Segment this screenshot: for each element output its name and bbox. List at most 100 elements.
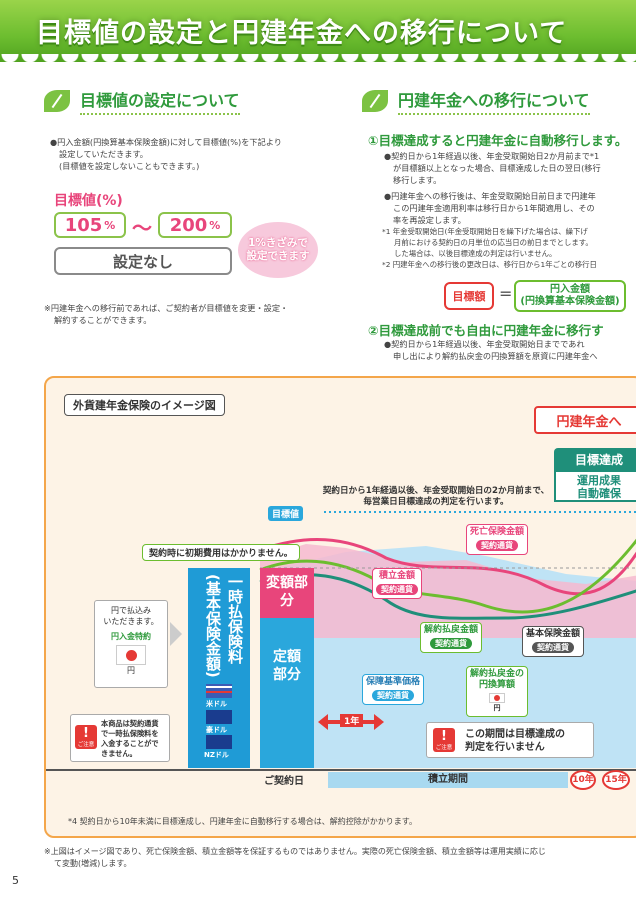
death-benefit-tag: 死亡保険金額契約通貨: [466, 524, 529, 555]
text-line: *1 年金受取開始日(年金受取開始日を繰下げた場合は、繰下げ: [382, 227, 588, 236]
text-line: 申し出により解約払戻金の円換算額を原資に円建年金へ: [393, 351, 598, 361]
yen-deposit-box: 円入金額 (円換算基本保険金額): [514, 280, 626, 312]
base-amount-tag: 基本保険金額契約通貨: [522, 626, 585, 657]
text-line: 契約日から1年経過以後、年金受取開始日の2か月前まで、: [322, 486, 550, 496]
page-number: 5: [12, 874, 19, 887]
premium-column: 一時払保険料(基本保険金額) 米ドル 豪ドル NZドル: [188, 568, 250, 768]
text-line: 本商品は契約通貨: [101, 719, 159, 728]
auto-transfer-heading: ①目標達成すると円建年金に自動移行します。: [368, 133, 628, 148]
text-line: 運用成果: [577, 474, 621, 487]
right-section-header: 円建年金への移行について: [362, 87, 590, 115]
target-achieved-label: 目標達成: [554, 448, 636, 470]
one-year-label: 1年: [340, 714, 364, 727]
pct-unit: %: [209, 218, 221, 232]
text-line: 1%きざみで: [248, 237, 308, 249]
yen-payment-box: 円で払込み いただきます。 円入金特約 円: [94, 600, 168, 688]
no-judgment-text: この期間は目標達成の 判定を行いません: [465, 728, 565, 754]
text-line: *2 円建年金への移行後の更改日は、移行日から1年ごとの移行日: [382, 260, 597, 269]
fixed-part-label: 定額部分: [260, 618, 314, 768]
pct-unit: %: [104, 218, 116, 232]
leaf-icon: [44, 90, 70, 112]
text-line: 移行します。: [393, 175, 442, 185]
no-judgment-box: この期間は目標達成の 判定を行いません: [426, 722, 594, 758]
text-line: ●円建年金への移行後は、年金受取開始日前日まで円建年: [384, 191, 596, 201]
text-line: ※円建年金への移行前であれば、ご契約者が目標値を変更・設定・: [44, 303, 289, 313]
japan-flag-icon: [116, 645, 146, 665]
yen-rider-label: 円入金特約: [111, 632, 151, 641]
leaf-icon: [362, 90, 388, 112]
text-line: いただきます。: [103, 617, 159, 626]
caution-box: 本商品は契約通貨 で一時払保険料を 入金することがで きません。: [70, 714, 170, 762]
japan-flag-icon: [489, 693, 505, 703]
result-secured-box: 運用成果 自動確保: [554, 470, 636, 502]
target-label: 目標値(%): [54, 193, 123, 209]
variable-part-label: 変額部分: [260, 568, 314, 618]
accumulation-tag: 積立金額契約通貨: [372, 568, 422, 599]
usd-label: 米ドル: [206, 700, 227, 708]
arrow-right-icon: [374, 714, 384, 730]
text-line: ●円入金額(円換算基本保険金額)に対して目標値(%)を下記より: [50, 137, 282, 147]
accumulation-period-label: 積立期間: [328, 772, 568, 788]
step-note-badge: 1%きざみで 設定できます: [238, 222, 318, 278]
text-line: 解約払戻金の: [470, 669, 525, 679]
text-line: (基本保険金額): [204, 574, 222, 678]
australia-flag-icon: [206, 710, 232, 724]
text-line: 基本保険金額: [526, 629, 581, 639]
text-line: ●契約日から1年経過以後、年金受取開始日までであれ: [384, 339, 585, 349]
right-section-title: 円建年金への移行について: [398, 87, 590, 115]
contract-date-label: ご契約日: [264, 776, 304, 787]
accumulation-curve: [259, 538, 636, 614]
text-line: 毎営業日目標達成の判定を行います。: [363, 497, 509, 507]
footer-note: ※上図はイメージ図であり、死亡保険金額、積立金額等を保証するものではありません。…: [44, 846, 634, 870]
currency-badge: 契約通貨: [476, 540, 518, 551]
text-line: 月前における契約日の月単位の応当日の前日までとします。: [394, 238, 593, 247]
free-transfer-heading: ②目標達成前でも自由に円建年金に移行す: [368, 323, 604, 338]
aud-label: 豪ドル: [206, 726, 227, 734]
diagram-title: 外貨建年金保険のイメージ図: [64, 394, 225, 416]
nz-flag-icon: [206, 735, 232, 749]
text-line: 自動確保: [577, 487, 621, 500]
text-line: が目標額以上となった場合、目標達成した日の翌日(移行: [393, 163, 601, 173]
text-line: 判定を行いません: [465, 742, 545, 753]
range-separator: 〜: [132, 216, 152, 240]
timeline-axis: [46, 769, 636, 771]
year-15-marker: 15年: [602, 770, 630, 790]
text-line: この期間は目標達成の: [465, 729, 565, 740]
target-value-tag: 目標値: [268, 506, 304, 521]
text-line: 解約払戻金額: [424, 625, 479, 635]
value-number: 200: [169, 214, 208, 236]
image-diagram: 外貨建年金保険のイメージ図 円建年金へ 目標達成 運用成果 自動確保 契約日から…: [44, 376, 636, 838]
left-bullet: ●円入金額(円換算基本保険金額)に対して目標値(%)を下記より 設定していただき…: [50, 136, 330, 172]
text-line: 入金することがで: [101, 739, 159, 748]
text-line: (目標値を設定しないこともできます。): [59, 161, 200, 171]
auto-transfer-text: ●契約日から1年経過以後、年金受取開始日2か月前まで*1 が目標額以上となった場…: [384, 150, 636, 226]
premium-label: 一時払保険料(基本保険金額): [192, 574, 246, 684]
yen-label: 円: [493, 704, 501, 712]
diagram-footnote: *4 契約日から10年未満に目標達成し、円建年金に自動移行する場合は、解約控除が…: [68, 817, 418, 826]
equals-sign: =: [499, 284, 513, 303]
no-target-option: 設定なし: [54, 247, 232, 275]
text-line: した場合は、以後目標達成の判定は行いません。: [394, 249, 557, 258]
left-section-title: 目標値の設定について: [80, 87, 240, 115]
text-line: 率を再設定します。: [393, 215, 466, 225]
guarantee-price-tag: 保障基準価格契約通貨: [362, 674, 425, 705]
target-high-value: 200%: [158, 212, 232, 238]
to-yen-annuity-label: 円建年金へ: [534, 406, 636, 434]
surrender-yen-tag: 解約払戻金の 円換算額 円: [466, 666, 529, 717]
text-line: 設定していただきます。: [59, 149, 148, 159]
right-notes: *1 年金受取開始日(年金受取開始日を繰下げた場合は、繰下げ 月前における契約日…: [382, 226, 636, 270]
text-line: ※上図はイメージ図であり、死亡保険金額、積立金額等を保証するものではありません。…: [44, 847, 546, 856]
value-number: 105: [64, 214, 103, 236]
text-line: て変動(増減)します。: [54, 859, 132, 868]
text-line: 円入金額: [550, 284, 590, 295]
text-line: (円換算基本保険金額): [520, 296, 620, 307]
text-line: 保障基準価格: [366, 677, 421, 687]
currency-badge: 契約通貨: [376, 584, 418, 595]
year-10-marker: 10年: [570, 770, 596, 790]
no-initial-fee-note: 契約時に初期費用はかかりません。: [142, 544, 300, 561]
text-line: ●契約日から1年経過以後、年金受取開始日2か月前まで*1: [384, 151, 600, 161]
text-line: きません。: [101, 749, 137, 758]
death-benefit-curve: [259, 538, 636, 596]
arrow-left-icon: [318, 714, 328, 730]
currency-badge: 契約通貨: [532, 642, 574, 653]
